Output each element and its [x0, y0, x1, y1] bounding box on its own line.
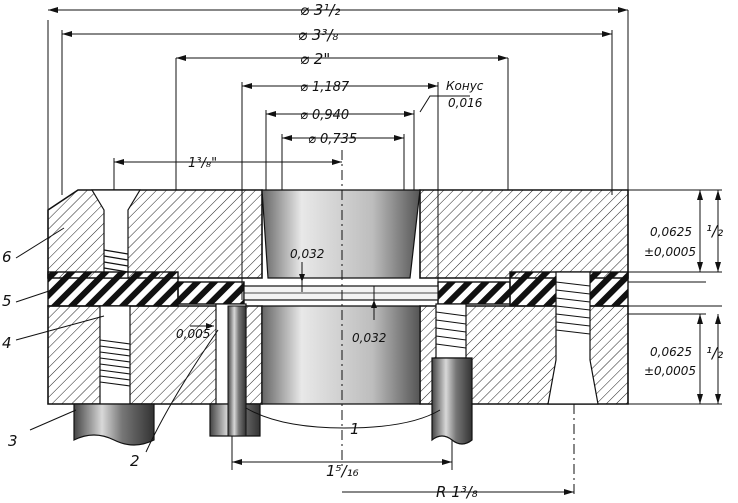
insulating-plate [47, 271, 629, 307]
callout-1: 1 [350, 420, 360, 438]
dim-flange-diameter: ⌀ 3³/₈ [298, 26, 338, 44]
cone-label: Конус [446, 79, 484, 93]
dim-0735: ⌀ 0,735 [308, 132, 357, 147]
dim-plate-thickness-top: 0,0625 [650, 225, 692, 239]
callout-3: 3 [8, 432, 18, 450]
gap-leaders [190, 262, 375, 327]
dim-0940: ⌀ 0,940 [300, 108, 349, 123]
callout-6: 6 [2, 248, 12, 266]
dim-radius: R 1³/₈ [436, 483, 478, 501]
dim-half-top: ¹/₂ [706, 222, 723, 240]
dim-outer-diameter: ⌀ 3¹/₂ [300, 1, 340, 19]
dim-span-1516: 1⁵/₁₆ [326, 462, 359, 480]
cone-value: 0,016 [448, 96, 483, 110]
tubes [73, 305, 473, 446]
dim-gap-bottom: 0,032 [352, 331, 386, 345]
dim-half-bottom: ¹/₂ [706, 344, 723, 362]
dim-plate-tol-bottom: ±0,0005 [644, 364, 696, 378]
dim-1187: ⌀ 1,187 [300, 80, 350, 95]
dimension-lines [48, 9, 719, 493]
dim-plate-thickness-bottom: 0,0625 [650, 345, 692, 359]
callout-leaders [15, 227, 441, 453]
callout-5: 5 [2, 292, 12, 310]
dim-plate-tol-top: ±0,0005 [644, 245, 696, 259]
callout-2: 2 [130, 452, 140, 470]
callout-4: 4 [2, 334, 12, 352]
top-flange [47, 189, 629, 279]
dim-gap-left: 0,005 [176, 327, 210, 341]
dim-bolt-circle: ⌀ 2" [300, 50, 330, 68]
dim-offset-138: 1³/₈" [188, 156, 217, 171]
dim-gap-top: 0,032 [290, 247, 324, 261]
